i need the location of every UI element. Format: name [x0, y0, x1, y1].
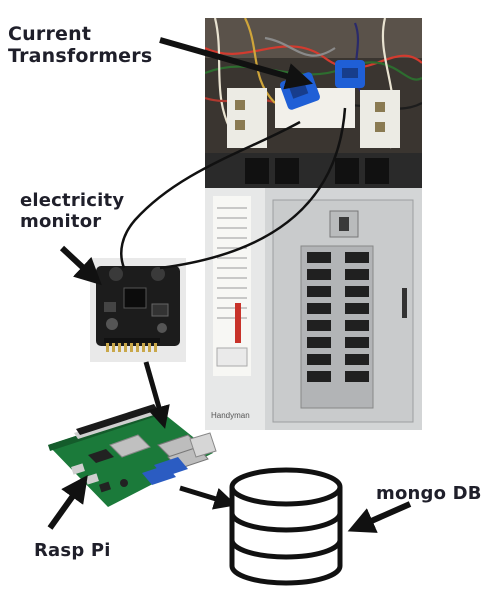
electricity-monitor-label-line2: monitor [20, 210, 102, 232]
arrow-mongodb-label-to-db [347, 501, 412, 533]
arrow-ct-to-clamp [159, 37, 313, 90]
arrow-raspi-label-to-board [47, 475, 88, 530]
arrow-monitor-label-to-board [59, 245, 102, 286]
mongo-db-label: mongo DB [376, 483, 482, 504]
electricity-monitor-label-line1: electricity [20, 190, 125, 211]
ct-clamp-right [335, 60, 365, 88]
panel-brand-text: Handyman [211, 411, 250, 420]
current-transformers-label-line2: Transformers [8, 44, 153, 67]
ct-cable-right [159, 107, 347, 270]
arrow-pi-to-db [179, 485, 237, 510]
current-transformers-label-line1: Current [8, 23, 92, 45]
ct-cable-left [120, 120, 301, 269]
arrow-monitor-to-pi [143, 361, 170, 429]
electricity-monitor-board-photo [90, 258, 186, 362]
rasp-pi-label: Rasp Pi [34, 540, 111, 561]
database-cylinder-icon [229, 467, 343, 586]
raspberry-pi-board-photo [38, 403, 218, 513]
breaker-panel-photo: Handyman [205, 18, 422, 430]
current-transformers-label: Current Transformers [8, 23, 153, 68]
electricity-monitor-label: electricity monitor [20, 190, 125, 232]
